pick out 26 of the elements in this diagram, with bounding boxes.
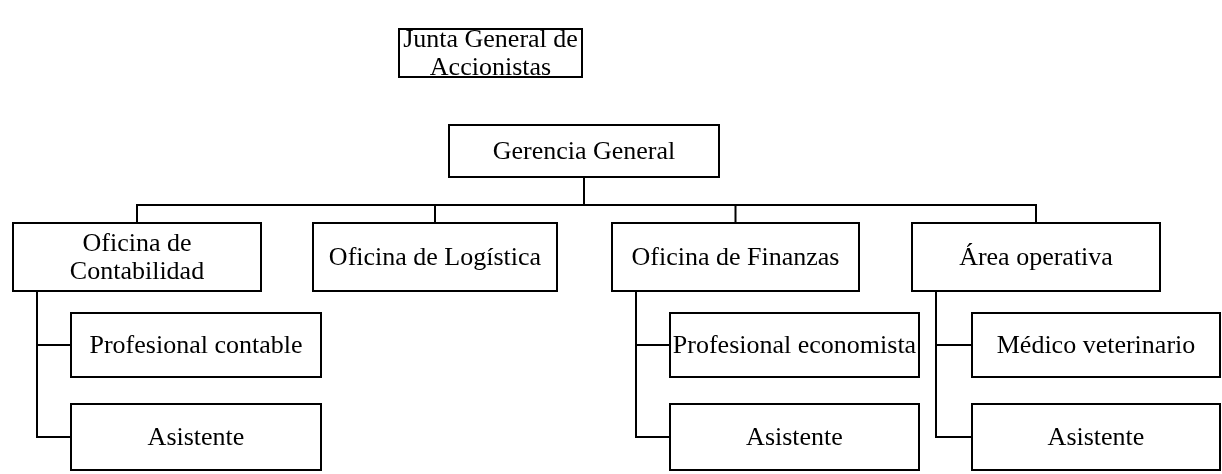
box-label: Médico veterinario: [996, 331, 1196, 359]
box-label: Oficina de Logística: [328, 243, 542, 271]
box-label: Asistente: [746, 423, 843, 451]
box-label: Gerencia General: [492, 137, 676, 165]
box-label: Asistente: [1047, 423, 1145, 451]
box-label: Profesional economista: [672, 331, 917, 359]
connector-line: [935, 291, 972, 438]
org-box: [12, 222, 262, 292]
org-box: [971, 403, 1221, 471]
box-label: Oficina de Finanzas: [631, 243, 840, 271]
box-label: Oficina de Contabilidad: [68, 229, 206, 285]
org-box: [669, 403, 920, 471]
box-label: Área operativa: [959, 243, 1113, 271]
org-box: [448, 124, 720, 178]
org-box: [312, 222, 558, 292]
org-box: [70, 403, 322, 471]
org-box: [611, 222, 860, 292]
org-box: [70, 312, 322, 378]
org-box: [911, 222, 1161, 292]
connector-line: [36, 291, 71, 438]
connector-line: [635, 291, 670, 438]
org-box: [669, 312, 920, 378]
org-box: [971, 312, 1221, 378]
box-label: Junta General de Accionistas: [402, 25, 579, 81]
box-label: Profesional contable: [89, 331, 303, 359]
box-label: Asistente: [147, 423, 245, 451]
